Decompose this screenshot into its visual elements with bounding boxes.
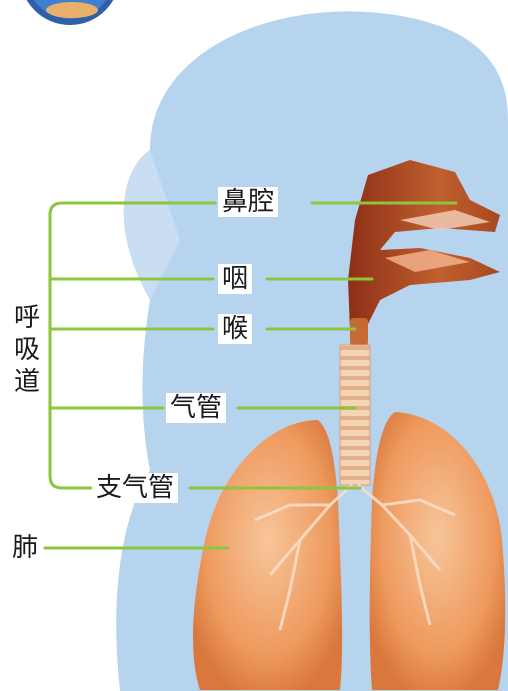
trachea-label: 气管 [166,393,226,423]
respiratory-tract-char-3: 道 [12,366,42,398]
respiratory-tract-bracket [50,203,95,488]
bronchus-label: 支气管 [92,473,178,503]
pharynx-label: 咽 [218,264,252,294]
larynx-label: 喉 [218,314,252,344]
corner-badge-icon [20,0,120,25]
nasal-cavity-label: 鼻腔 [218,187,278,217]
respiratory-tract-char-1: 呼 [12,302,42,334]
trachea-shape [340,345,370,485]
respiratory-tract-label: 呼 吸 道 [12,302,42,398]
respiratory-tract-char-2: 吸 [12,334,42,366]
lung-label: 肺 [8,533,42,563]
